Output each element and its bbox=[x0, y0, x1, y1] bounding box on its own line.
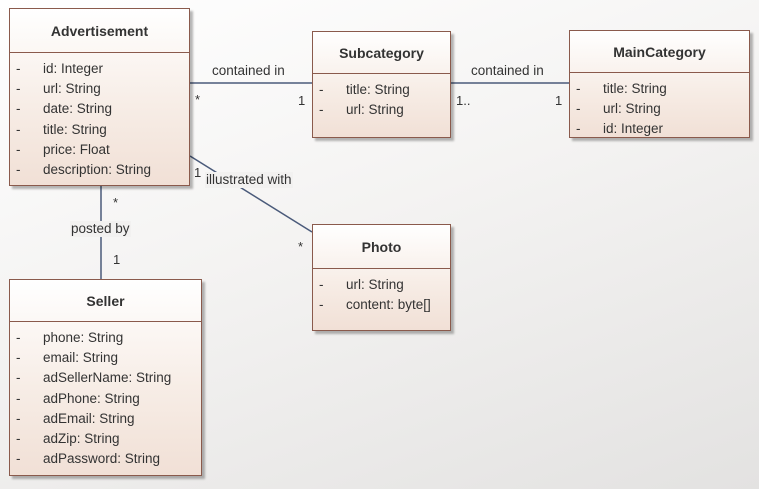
attribute-text: adPhone: String bbox=[43, 390, 140, 406]
class-name: Seller bbox=[10, 280, 201, 322]
visibility-marker: - bbox=[319, 102, 324, 118]
visibility-marker: - bbox=[576, 101, 581, 117]
attribute-list: - title: String - url: String - id: Integer bbox=[570, 73, 749, 140]
attribute-row: - title: String bbox=[313, 80, 450, 100]
attribute-row: - url: String bbox=[313, 100, 450, 120]
attribute-text: title: String bbox=[43, 121, 107, 137]
attribute-list: - url: String - content: byte[] bbox=[313, 269, 450, 315]
attribute-row: - title: String bbox=[10, 120, 189, 140]
attribute-text: date: String bbox=[43, 101, 113, 117]
attribute-row: - adPhone: String bbox=[10, 389, 201, 409]
visibility-marker: - bbox=[576, 121, 581, 137]
attribute-row: - title: String bbox=[570, 79, 749, 99]
visibility-marker: - bbox=[16, 430, 21, 446]
assoc-label-ad-sub: contained in bbox=[212, 63, 285, 78]
attribute-row: - adSellerName: String bbox=[10, 368, 201, 388]
attribute-row: - date: String bbox=[10, 99, 189, 119]
mult-sub-main-target: 1 bbox=[555, 93, 563, 108]
class-subcategory[interactable]: Subcategory - title: String - url: String bbox=[312, 31, 451, 138]
visibility-marker: - bbox=[16, 410, 21, 426]
attribute-row: - adPassword: String bbox=[10, 449, 201, 469]
attribute-row: - url: String bbox=[313, 275, 450, 295]
class-advertisement[interactable]: Advertisement -id: Integer -url: String … bbox=[9, 8, 190, 186]
attribute-text: url: String bbox=[346, 277, 404, 292]
visibility-marker: - bbox=[16, 390, 21, 406]
class-name: Advertisement bbox=[10, 9, 189, 53]
assoc-label-ad-seller: posted by bbox=[70, 221, 131, 237]
mult-ad-seller-target: 1 bbox=[113, 252, 121, 267]
attribute-list: - phone: String - email: String - adSellerN… bbox=[10, 322, 201, 469]
attribute-text: id: Integer bbox=[603, 121, 664, 137]
attribute-text: adSellerName: String bbox=[43, 370, 172, 386]
visibility-marker: - bbox=[16, 121, 21, 137]
attribute-row: - content: byte[] bbox=[313, 295, 450, 315]
attribute-row: - id: Integer bbox=[570, 119, 749, 139]
visibility-marker: - bbox=[16, 350, 21, 366]
attribute-text: description: String bbox=[43, 161, 152, 177]
assoc-label-sub-main: contained in bbox=[471, 63, 544, 78]
mult-ad-sub-source: * bbox=[195, 92, 201, 107]
class-name: Subcategory bbox=[313, 32, 450, 74]
attribute-text: adZip: String bbox=[43, 430, 120, 446]
attribute-text: price: Float bbox=[43, 141, 110, 157]
visibility-marker: - bbox=[16, 161, 21, 177]
visibility-marker: - bbox=[576, 81, 581, 96]
attribute-list: -id: Integer -url: String -date: String … bbox=[10, 53, 189, 180]
visibility-marker: - bbox=[16, 81, 21, 97]
class-name: Photo bbox=[313, 225, 450, 269]
class-maincategory[interactable]: MainCategory - title: String - url: String… bbox=[569, 30, 750, 138]
attribute-text: id: Integer bbox=[43, 61, 104, 76]
attribute-row: - email: String bbox=[10, 348, 201, 368]
assoc-label-ad-photo: illustrated with bbox=[205, 172, 293, 188]
attribute-row: - id: Integer bbox=[10, 59, 189, 79]
attribute-text: phone: String bbox=[43, 330, 124, 345]
visibility-marker: - bbox=[319, 82, 324, 97]
visibility-marker: - bbox=[16, 451, 21, 467]
attribute-text: title: String bbox=[603, 81, 667, 96]
attribute-row: - description: String bbox=[10, 160, 189, 180]
visibility-marker: - bbox=[16, 370, 21, 386]
class-photo[interactable]: Photo - url: String - content: byte[] bbox=[312, 224, 451, 331]
attribute-list: - title: String - url: String bbox=[313, 74, 450, 120]
attribute-row: - url: String bbox=[570, 99, 749, 119]
class-name: MainCategory bbox=[570, 31, 749, 73]
mult-sub-main-source: 1.. bbox=[456, 93, 471, 108]
class-seller[interactable]: Seller - phone: String - email: String - ad… bbox=[9, 279, 202, 476]
attribute-text: adEmail: String bbox=[43, 410, 135, 426]
attribute-text: email: String bbox=[43, 350, 119, 366]
attribute-text: content: byte[] bbox=[346, 297, 431, 313]
visibility-marker: - bbox=[16, 101, 21, 117]
attribute-row: - adEmail: String bbox=[10, 409, 201, 429]
attribute-text: title: String bbox=[346, 82, 410, 97]
attribute-row: - phone: String bbox=[10, 328, 201, 348]
edge-advertisement-photo bbox=[189, 155, 313, 233]
mult-ad-photo-target: * bbox=[298, 239, 304, 254]
attribute-row: - url: String bbox=[10, 79, 189, 99]
attribute-text: url: String bbox=[43, 81, 101, 97]
visibility-marker: - bbox=[319, 277, 324, 292]
visibility-marker: - bbox=[16, 61, 21, 76]
attribute-row: - adZip: String bbox=[10, 429, 201, 449]
attribute-row: - price: Float bbox=[10, 140, 189, 160]
mult-ad-sub-target: 1 bbox=[298, 93, 306, 108]
mult-ad-photo-source: 1 bbox=[194, 165, 202, 180]
attribute-text: url: String bbox=[346, 102, 404, 118]
attribute-text: adPassword: String bbox=[43, 451, 161, 467]
visibility-marker: - bbox=[16, 330, 21, 345]
attribute-text: url: String bbox=[603, 101, 661, 117]
visibility-marker: - bbox=[16, 141, 21, 157]
mult-ad-seller-source: * bbox=[113, 195, 119, 210]
visibility-marker: - bbox=[319, 297, 324, 313]
